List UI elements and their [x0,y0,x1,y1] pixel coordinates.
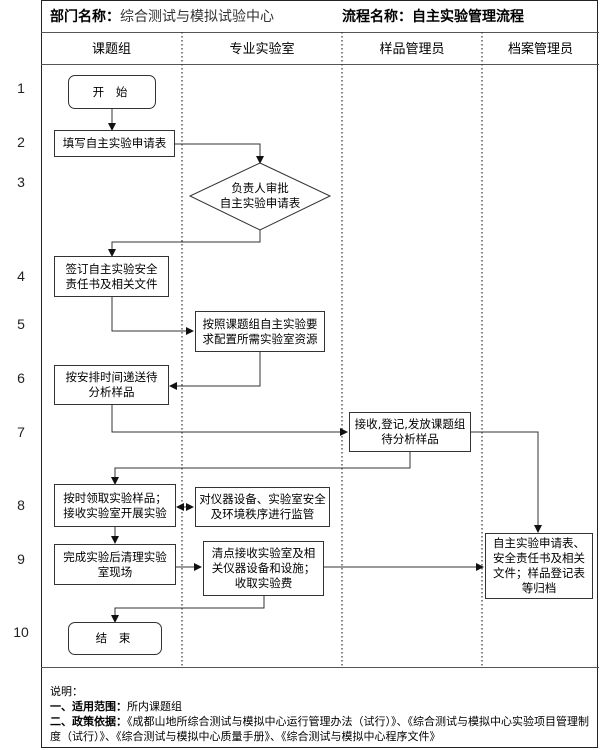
row-number: 7 [17,424,25,440]
start-node: 开 始 [68,75,156,109]
row-number: 8 [17,497,25,513]
process-label: 流程名称： [342,9,412,25]
end-node: 结 束 [68,622,162,655]
row-number: 10 [13,624,29,640]
row-number: 6 [17,370,25,386]
arrow-config-to-send [169,352,261,390]
arrow-checkin-to-end [111,596,265,623]
lane-header-archive-admin: 档案管理员 [507,42,573,57]
scope-value: 所内课题组 [127,700,182,713]
send-samples-step: 按安排时间递送待分析样品 [54,365,169,405]
approve-line-1: 负责人审批 [231,181,289,195]
notes-scope: 一、适用范围：所内课题组 [50,699,595,714]
flowchart-frame [41,0,598,748]
row-number: 2 [17,134,25,150]
approve-decision-text: 负责人审批 自主实验申请表 [200,181,320,211]
checkin-step: 清点接收实验室及相关仪器设备和设施；收取实验费 [203,541,324,596]
arrow-fill-to-approve [175,143,264,164]
notes-title: 说明： [50,685,83,698]
row-number: 9 [17,551,25,567]
process-value: 自主实验管理流程 [412,9,524,25]
supervise-step: 对仪器设备、实验室安全及环境秩序进行监管 [195,487,330,527]
sign-docs-step: 签订自主实验安全责任书及相关文件 [54,256,169,297]
cleanup-step: 完成实验后清理实验室现场 [54,544,176,585]
policy-label: 二、政策依据： [50,715,127,728]
config-resources-step: 按照课题组自主实验要求配置所需实验室资源 [195,311,325,352]
arrow-receive-to-archive [471,431,542,533]
department-label: 部门名称： [50,9,120,25]
collect-samples-step: 按时领取实验样品；接收实验室开展实验 [54,484,176,527]
policy-value: 《成都山地所综合测试与模拟中心运行管理办法（试行）》、《综合测试与模拟中心实验项… [50,715,589,743]
department-title: 部门名称：综合测试与模拟试验中心 [50,6,274,26]
lane-header-lab: 专业实验室 [229,42,295,57]
row-number: 5 [17,316,25,332]
header-divider [41,32,599,33]
notes-divider [41,667,599,668]
row-number: 1 [17,80,25,96]
lane-header-divider [41,64,599,65]
scope-label: 一、适用范围： [50,700,127,713]
fill-form-step: 填写自主实验申请表 [54,130,175,157]
archive-step: 自主实验申请表、安全责任书及相关文件；样品登记表等归档 [485,533,593,599]
arrow-sign-to-config [111,297,194,335]
notes-section: 说明： 一、适用范围：所内课题组 二、政策依据：《成都山地所综合测试与模拟中心运… [50,684,595,744]
receive-samples-step: 接收,登记,发放课题组待分析样品 [349,412,471,452]
lane-header-sample-admin: 样品管理员 [379,42,445,57]
arrow-approve-to-sign [108,230,261,257]
lane-header-project-group: 课题组 [91,42,131,57]
row-number: 3 [17,174,25,190]
notes-policy: 二、政策依据：《成都山地所综合测试与模拟中心运行管理办法（试行）》、《综合测试与… [50,714,595,744]
department-value: 综合测试与模拟试验中心 [120,9,274,25]
arrow-receive-to-collect [111,452,411,485]
row-number: 4 [17,268,25,284]
arrow-send-to-receive [111,405,348,436]
process-title: 流程名称：自主实验管理流程 [342,6,524,26]
approve-decision [188,162,332,231]
approve-line-2: 自主实验申请表 [219,196,301,210]
